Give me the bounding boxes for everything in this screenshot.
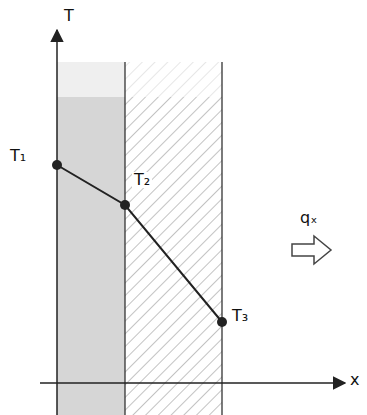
heat-flux-label: qₓ (300, 210, 317, 226)
interface-line (124, 62, 125, 415)
temperature-label: T₁ (10, 148, 26, 164)
t-axis (56, 30, 58, 415)
temperature-point (217, 317, 227, 327)
axis-label: T (64, 8, 74, 24)
temperature-label: T₂ (132, 172, 152, 188)
temperature-point (120, 200, 130, 210)
faded-top (57, 62, 222, 97)
x-axis (40, 382, 345, 384)
heat-flux-arrow (292, 236, 331, 264)
layer-two (125, 62, 222, 415)
axis-label: x (350, 372, 359, 388)
temperature-profile (57, 165, 222, 322)
wall-face-line (221, 62, 222, 415)
layer-one (57, 62, 125, 415)
temperature-label: T₃ (232, 308, 248, 324)
temperature-point (52, 160, 62, 170)
